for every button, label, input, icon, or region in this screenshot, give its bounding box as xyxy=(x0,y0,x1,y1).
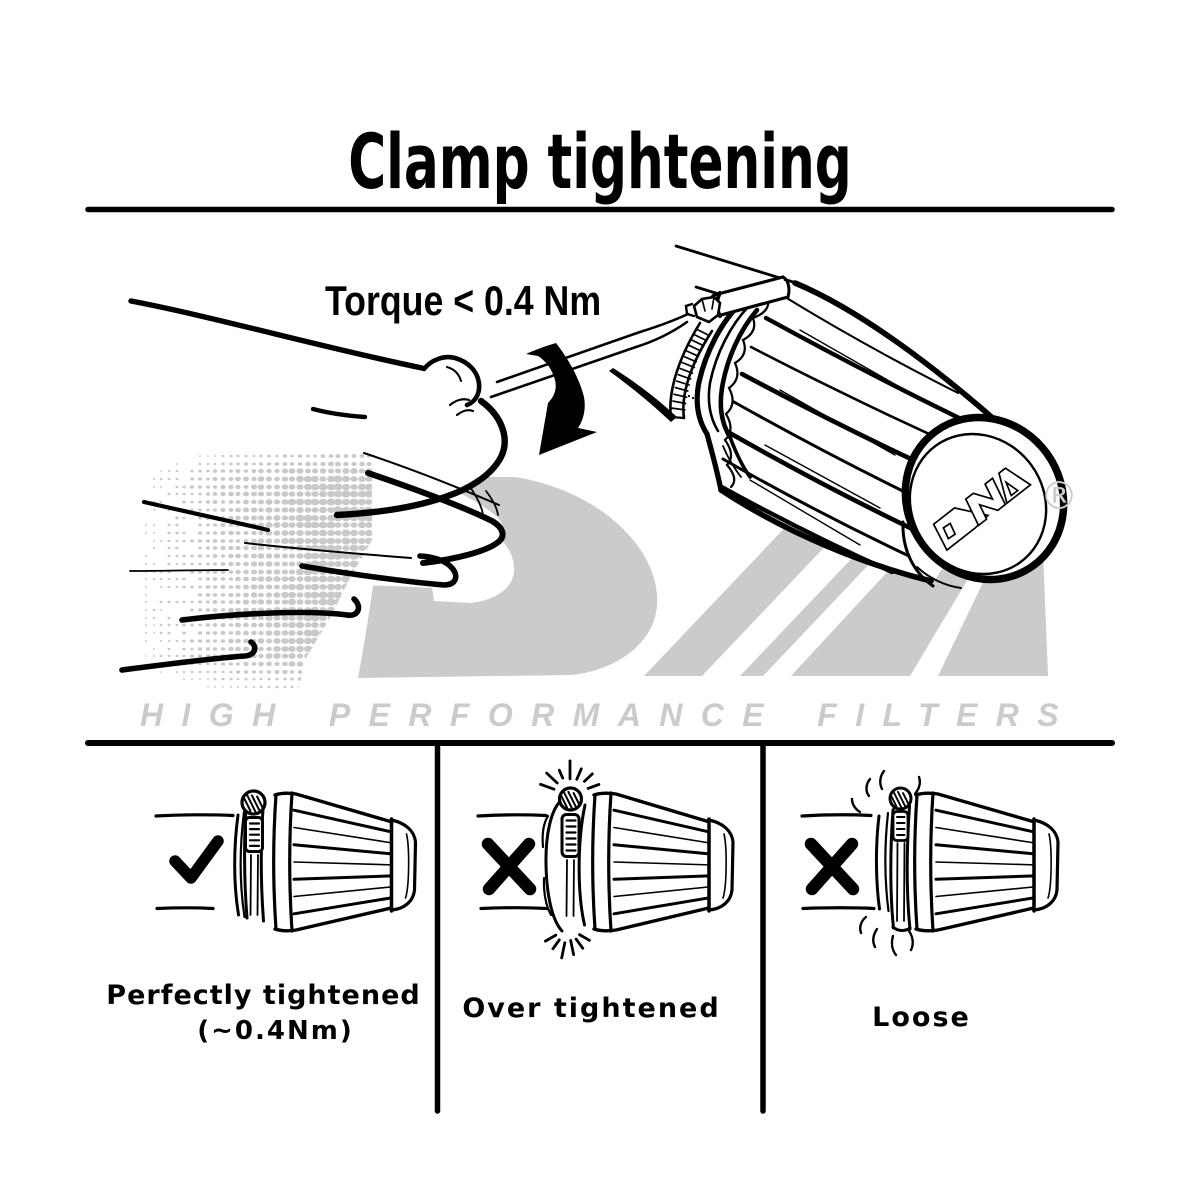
check-icon xyxy=(169,835,224,884)
rotation-arrow-icon xyxy=(526,343,597,455)
caption-loose: Loose xyxy=(872,1002,971,1033)
clamp-worm-screw xyxy=(684,275,791,324)
panel-loose-drawing xyxy=(800,769,1060,957)
caption-torque-value: (~0.4Nm) xyxy=(197,1016,354,1046)
cross-icon xyxy=(804,837,860,896)
hose-clamp-band xyxy=(669,321,714,420)
panel-over-drawing xyxy=(476,759,735,960)
frame-lines xyxy=(85,206,1115,1114)
cross-icon xyxy=(481,837,537,896)
watermark-tagline: HIGH PERFORMANCE FILTERS xyxy=(140,697,1078,733)
caption-over-tightened: Over tightened xyxy=(462,993,721,1024)
torque-label: Torque < 0.4 Nm xyxy=(325,277,602,324)
registered-trademark-symbol: ® xyxy=(1040,474,1078,518)
filter-neck xyxy=(694,300,760,493)
dna-cap-logo xyxy=(932,467,1032,552)
screwdriver xyxy=(489,312,690,422)
caption-perfectly-tightened: Perfectly tightened xyxy=(106,980,421,1011)
panel-perfect-drawing xyxy=(154,789,418,933)
air-filter-illustration xyxy=(489,244,1068,589)
hand-illustration xyxy=(96,298,508,689)
halftone-shading xyxy=(144,454,372,689)
page-title: Clamp tightening xyxy=(348,117,852,206)
